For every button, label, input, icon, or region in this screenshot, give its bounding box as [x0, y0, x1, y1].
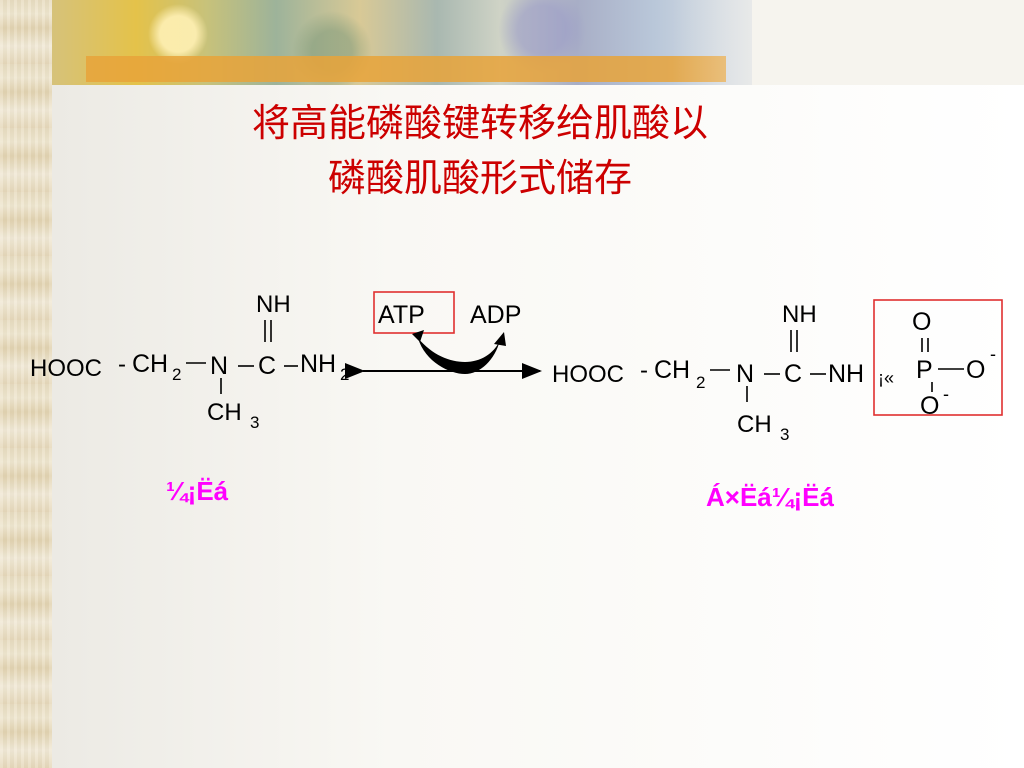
- top-banner-image: [52, 0, 1024, 85]
- creatine-hyphen: -: [118, 351, 126, 378]
- pcr-ch3-sub: 3: [780, 425, 789, 444]
- creatine-ch3-sub: 3: [250, 413, 259, 432]
- pcr-o-top: O: [912, 308, 931, 336]
- pcr-o-bottom: O: [920, 392, 939, 420]
- pcr-ch3: CH: [737, 411, 772, 438]
- phosphocreatine-label: Á×Ëá¼¡Ëá: [706, 482, 834, 512]
- creatine-nh2: NH: [300, 350, 336, 378]
- slide-background: [52, 85, 1024, 768]
- left-decorative-border: [0, 0, 52, 768]
- banner-orange-bar: [86, 56, 726, 82]
- phosphate-box: [873, 299, 1003, 416]
- pcr-ch-sub: 2: [696, 373, 705, 392]
- title-line-2: 磷酸肌酸形式储存: [327, 156, 632, 200]
- pcr-ch: CH: [654, 356, 690, 384]
- creatine-ch: CH: [132, 350, 168, 378]
- creatine-ch-sub: 2: [172, 365, 181, 384]
- pcr-o-right: O: [966, 356, 985, 384]
- creatine-c: C: [258, 352, 276, 380]
- pcr-n: N: [736, 360, 754, 388]
- adp-label: ADP: [470, 301, 521, 329]
- title-line-1: 将高能磷酸键转移给肌酸以: [251, 101, 708, 145]
- creatine-hooc: HOOC: [30, 355, 102, 382]
- curved-arrow-head: [494, 332, 506, 346]
- creatine-nh2-sub: 2: [340, 365, 349, 384]
- pcr-hyphen: -: [640, 357, 648, 384]
- creatine-ch3: CH: [207, 399, 242, 426]
- banner-fade: [672, 0, 1024, 85]
- pcr-link: ¡«: [878, 368, 894, 388]
- atp-adp-curved-arrow: [418, 338, 500, 374]
- pcr-c: C: [784, 360, 802, 388]
- pcr-p: P: [916, 356, 933, 384]
- creatine-label: ¼¡Ëá: [166, 476, 229, 506]
- creatine-n: N: [210, 352, 228, 380]
- pcr-hooc: HOOC: [552, 361, 624, 388]
- creatine-structure: HOOC - CH 2 N C NH 2 NH CH 3 ¼¡Ëá: [30, 291, 349, 506]
- phosphocreatine-structure: HOOC - CH 2 N C NH ¡« NH CH 3 O P O - O …: [552, 299, 1003, 512]
- pcr-nh: NH: [828, 360, 864, 388]
- pcr-o-right-charge: -: [990, 344, 996, 364]
- pcr-nh-top: NH: [782, 301, 817, 328]
- pcr-o-bottom-charge: -: [943, 384, 949, 404]
- atp-box: [373, 291, 455, 334]
- curved-arrow-tail: [412, 330, 424, 342]
- reaction-center: ATP ADP: [345, 291, 542, 379]
- creatine-nh-top: NH: [256, 291, 291, 318]
- atp-label: ATP: [378, 301, 425, 329]
